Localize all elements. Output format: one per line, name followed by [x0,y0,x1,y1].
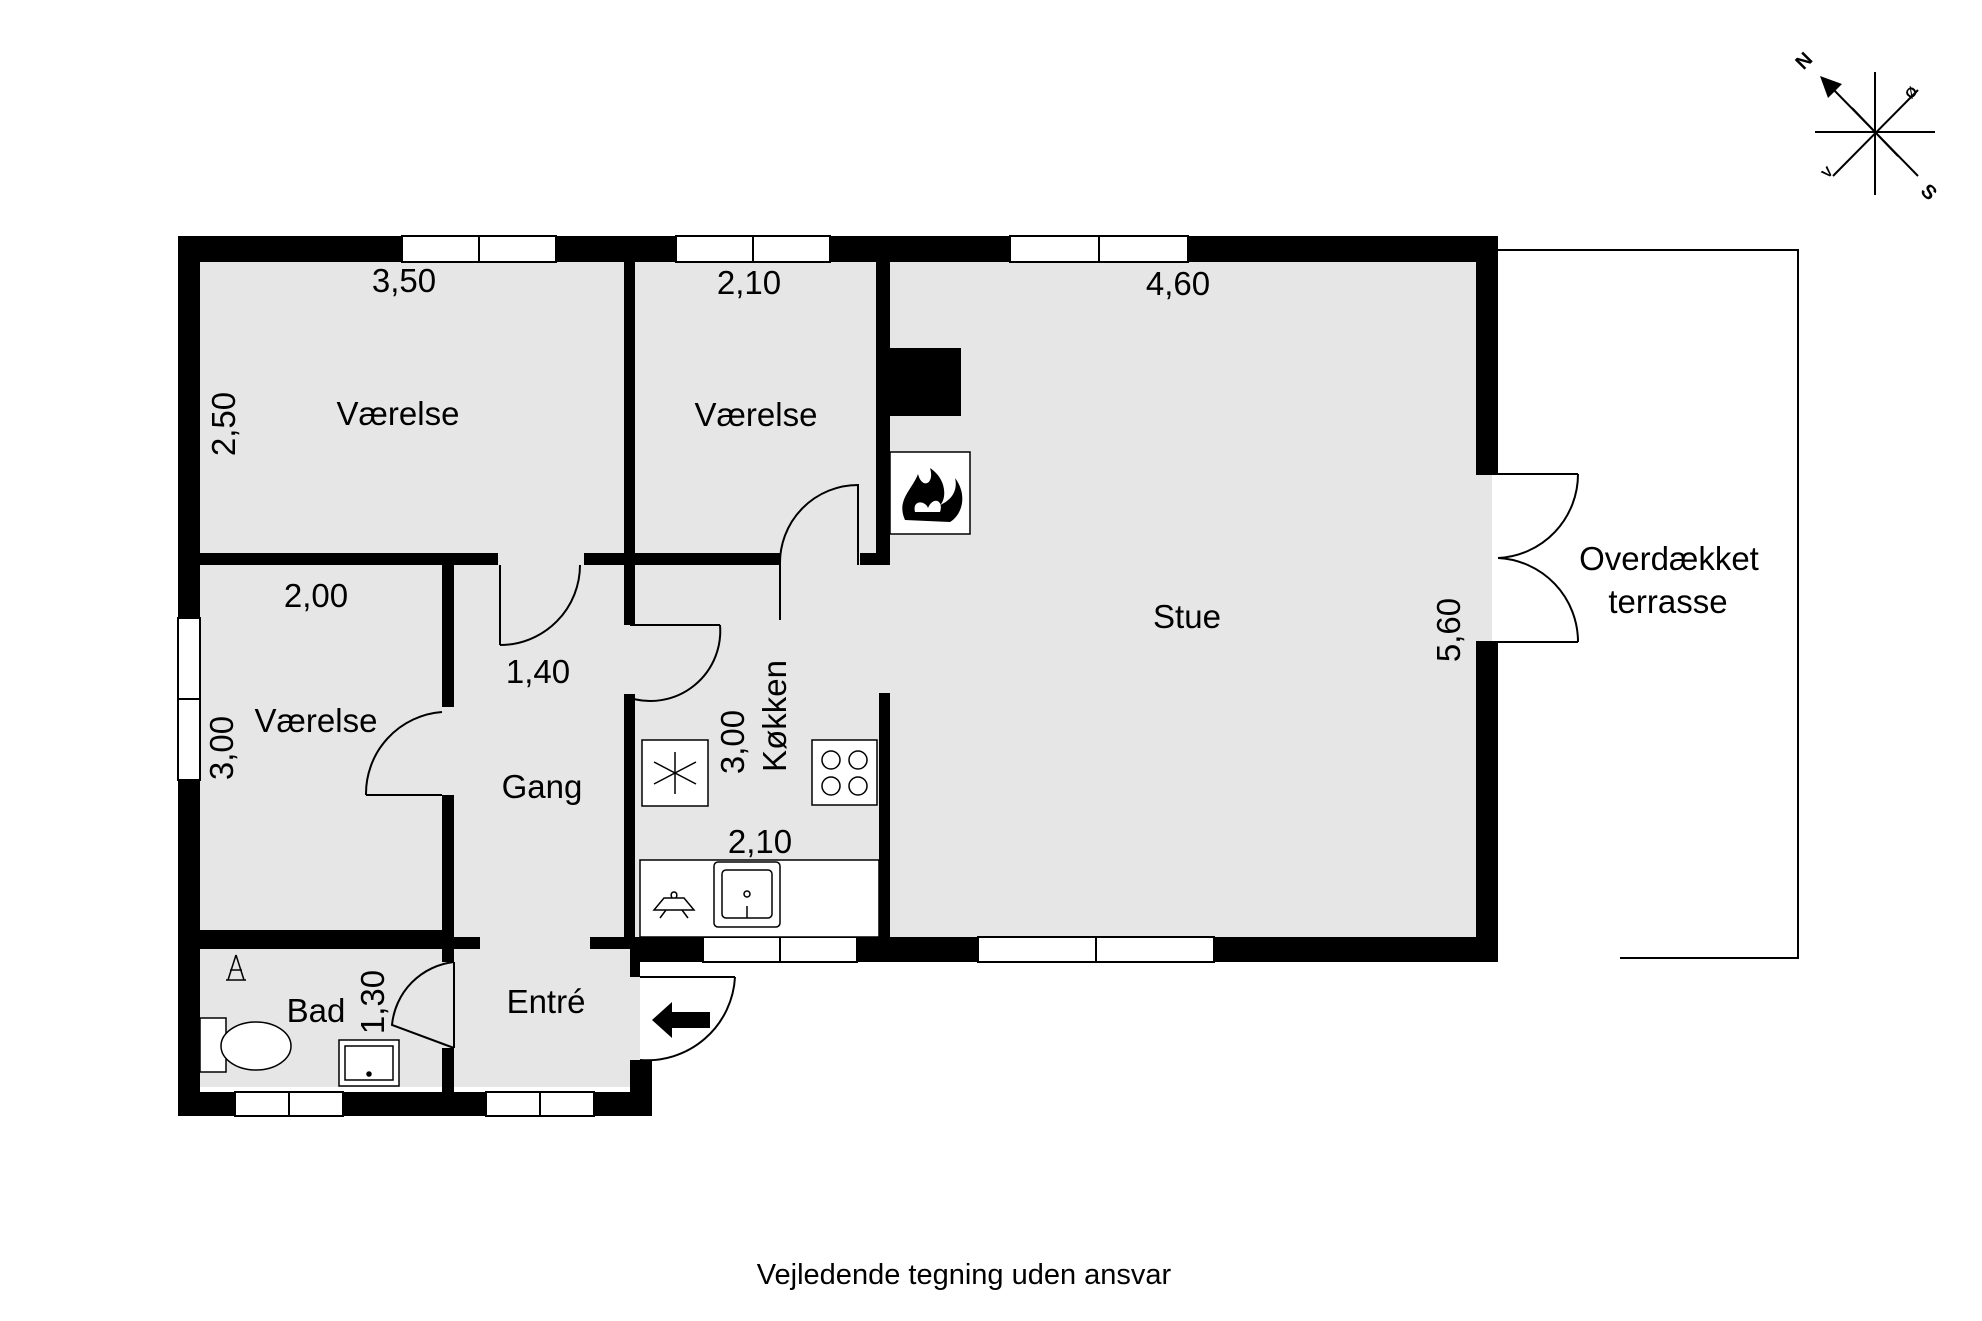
room-label-vaerelse-3: Værelse [255,702,378,739]
dim-bad-depth: 1,30 [354,970,391,1034]
dim-vaerelse-1-width: 3,50 [372,262,436,299]
fireplace-icon [889,451,971,535]
doors [364,473,1580,1062]
dim-vaerelse-1-depth: 2,50 [205,392,242,456]
room-label-vaerelse-1: Værelse [337,395,460,432]
vent-icon [226,954,246,981]
freezer-icon [641,739,709,807]
room-labels: Værelse Værelse Stue Værelse Gang Bad En… [255,395,1759,1029]
dim-stue-depth: 5,60 [1430,598,1467,662]
washer-icon [652,891,696,919]
room-label-vaerelse-2: Værelse [695,396,818,433]
dim-vaerelse-2-width: 2,10 [717,264,781,301]
terrace-outline [1498,249,1799,959]
dimension-labels: 3,50 2,50 2,10 4,60 5,60 2,00 3,00 1,40 … [203,262,1467,1034]
room-label-terrasse-1: Overdækket [1579,540,1759,577]
dim-koekken-depth: 3,00 [714,710,751,774]
sink-icon [713,861,781,928]
compass-icon: N Ø S V [1792,48,1941,205]
dim-gang-width: 1,40 [506,653,570,690]
room-label-entre: Entré [507,983,586,1020]
shower-icon [338,1039,400,1087]
entrance-arrow-icon [652,1002,710,1038]
dim-stue-width: 4,60 [1146,265,1210,302]
room-label-gang: Gang [502,768,583,805]
room-label-terrasse-2: terrasse [1608,583,1727,620]
disclaimer-caption: Vejledende tegning uden ansvar [757,1259,1172,1291]
dim-vaerelse-3-depth: 3,00 [203,716,240,780]
dim-vaerelse-3-width: 2,00 [284,577,348,614]
room-label-koekken: Køkken [756,660,793,772]
toilet-icon [199,1017,292,1073]
floor-areas [200,262,1492,1087]
compass-east: Ø [1902,83,1921,102]
stove-icon [811,739,878,806]
compass-south: S [1916,180,1941,205]
compass-west: V [1818,163,1836,181]
dim-koekken-width: 2,10 [728,823,792,860]
windows [177,235,1215,1117]
room-label-bad: Bad [287,992,346,1029]
compass-north: N [1792,48,1818,74]
room-label-stue: Stue [1153,598,1221,635]
